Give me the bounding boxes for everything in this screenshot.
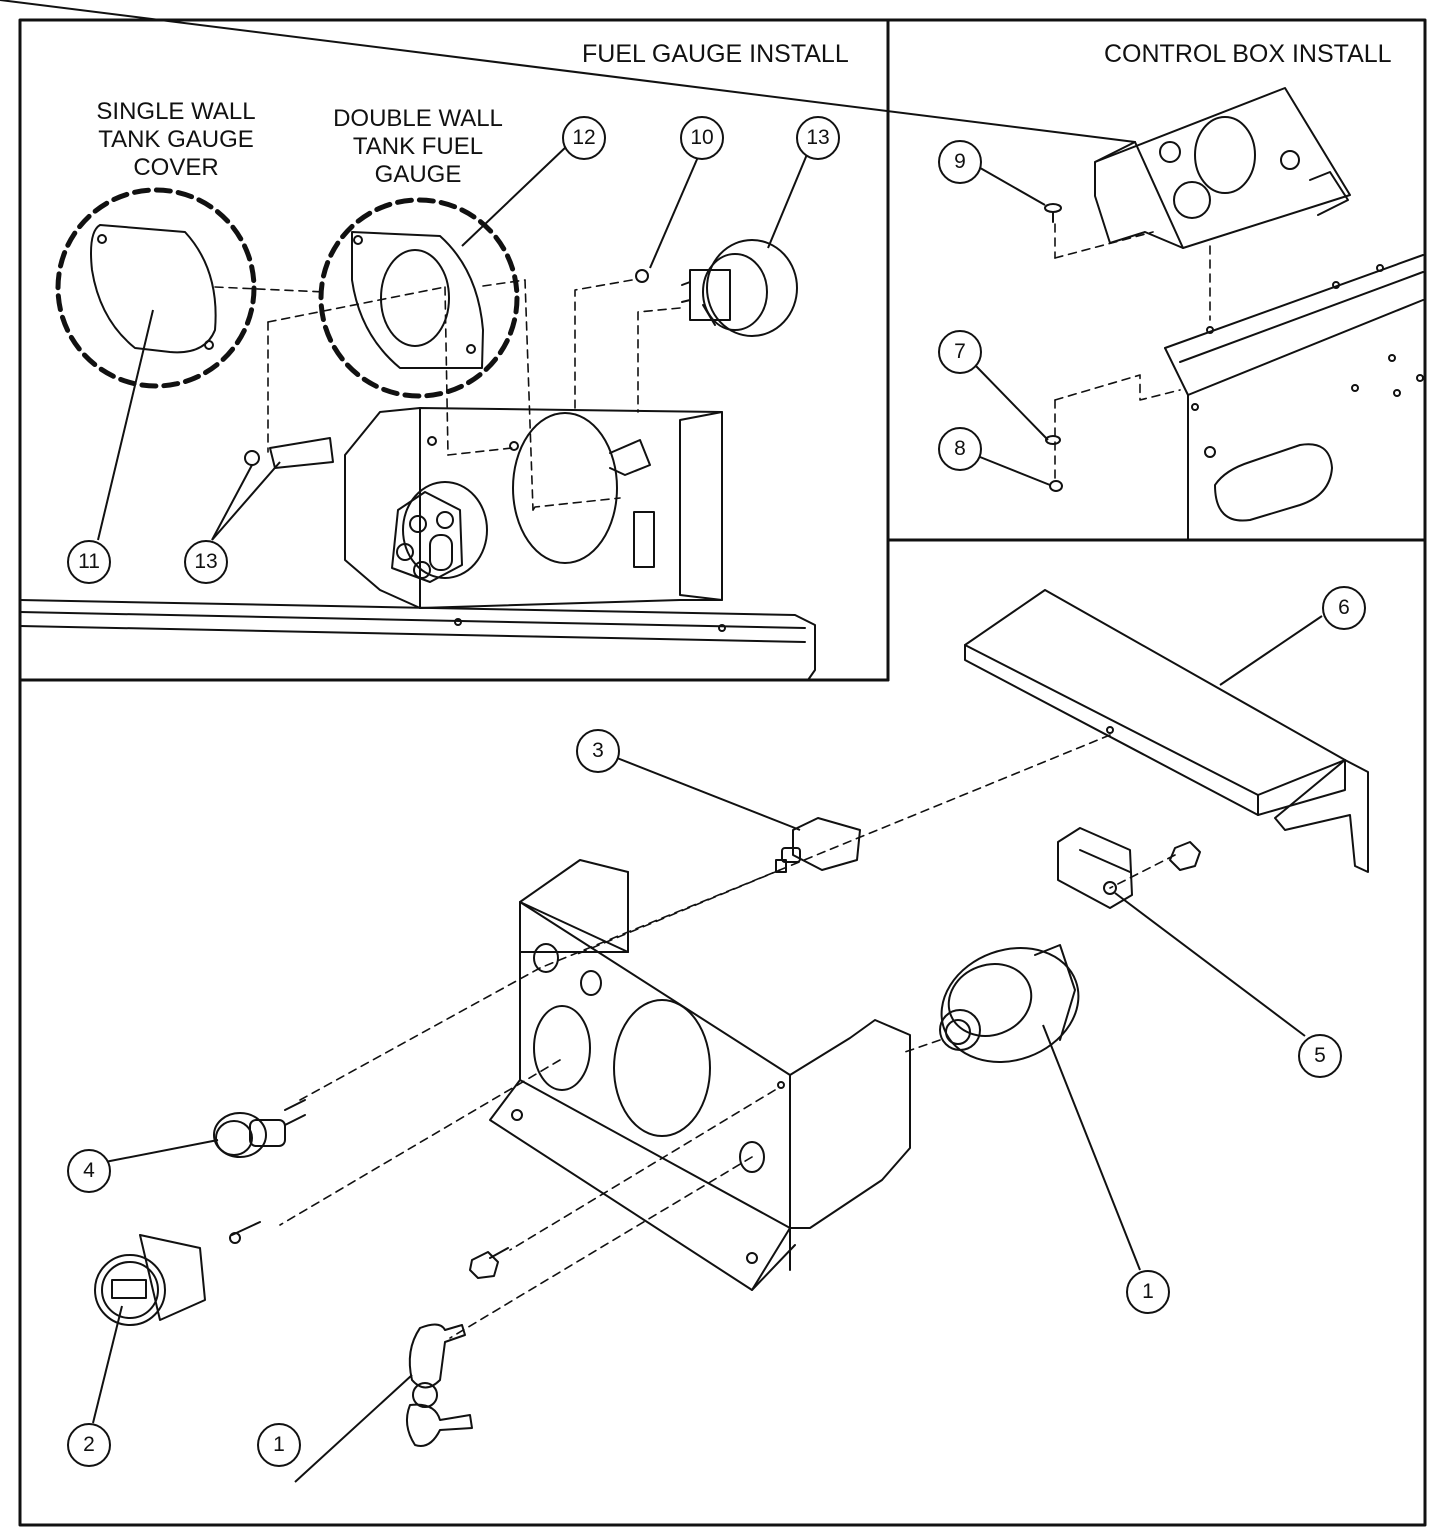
callout-10: 10	[680, 116, 724, 160]
fuel-gauge-install-title: FUEL GAUGE INSTALL	[582, 40, 849, 68]
hour-meter-part	[94, 1221, 261, 1326]
callout-2: 2	[67, 1423, 111, 1467]
push-button-part	[213, 1099, 306, 1158]
panel-frames	[18, 18, 1427, 1527]
callout-8: 8	[938, 427, 982, 471]
callout-11: 11	[67, 540, 111, 584]
caption-line: TANK FUEL	[352, 133, 484, 160]
caption-line: DOUBLE WALL	[333, 105, 503, 132]
double-wall-dashed-circle	[318, 197, 520, 399]
control-box-mini	[0, 0, 1351, 249]
double-wall-gauge-group	[318, 197, 520, 399]
relay-block	[1057, 827, 1201, 909]
mounting-bracket	[964, 589, 1369, 873]
caption-line: TANK GAUGE	[98, 126, 254, 153]
fuel-dashed-guides	[214, 279, 681, 511]
gauge-opening	[380, 249, 450, 347]
retaining-clip	[244, 437, 334, 469]
key-set	[405, 1323, 473, 1447]
ignition-switch-part	[939, 944, 1080, 1063]
callout-13-nut: 13	[184, 540, 228, 584]
fastener-10	[635, 269, 649, 283]
control-hardware	[1044, 203, 1063, 492]
callout-3: 3	[576, 729, 620, 773]
double-wall-caption: DOUBLE WALL TANK FUEL GAUGE	[318, 105, 518, 189]
fuel-panel-rail	[19, 599, 816, 681]
callout-1-switch: 1	[1126, 1270, 1170, 1314]
caption-line: GAUGE	[374, 161, 462, 188]
leader-lines	[92, 144, 1323, 1483]
callout-13-gauge: 13	[796, 116, 840, 160]
callout-1-keys: 1	[257, 1423, 301, 1467]
fuel-gauge-unit	[681, 239, 798, 337]
callout-12: 12	[562, 116, 606, 160]
gauge-hole	[512, 412, 618, 564]
caption-line: COVER	[133, 154, 219, 181]
callout-9: 9	[938, 140, 982, 184]
double-wall-flange	[351, 231, 484, 369]
control-panel-sheet	[1164, 254, 1424, 541]
callout-4: 4	[67, 1149, 111, 1193]
single-wall-cover	[90, 224, 217, 354]
hex-bolt	[469, 1247, 509, 1279]
callout-6: 6	[1322, 586, 1366, 630]
control-box-install-title: CONTROL BOX INSTALL	[1104, 40, 1392, 68]
callout-5: 5	[1298, 1034, 1342, 1078]
callout-7: 7	[938, 330, 982, 374]
toggle-switch-part	[775, 817, 861, 873]
single-wall-cover-group	[55, 187, 257, 389]
outer-frame	[18, 18, 1427, 1527]
main-dashed-guides	[279, 734, 1176, 1339]
control-dashed-guides	[1054, 223, 1211, 481]
caption-line: SINGLE WALL	[96, 98, 256, 125]
single-wall-caption: SINGLE WALL TANK GAUGE COVER	[76, 98, 276, 182]
single-wall-dashed-circle	[55, 187, 257, 389]
main-control-box	[489, 859, 911, 1291]
